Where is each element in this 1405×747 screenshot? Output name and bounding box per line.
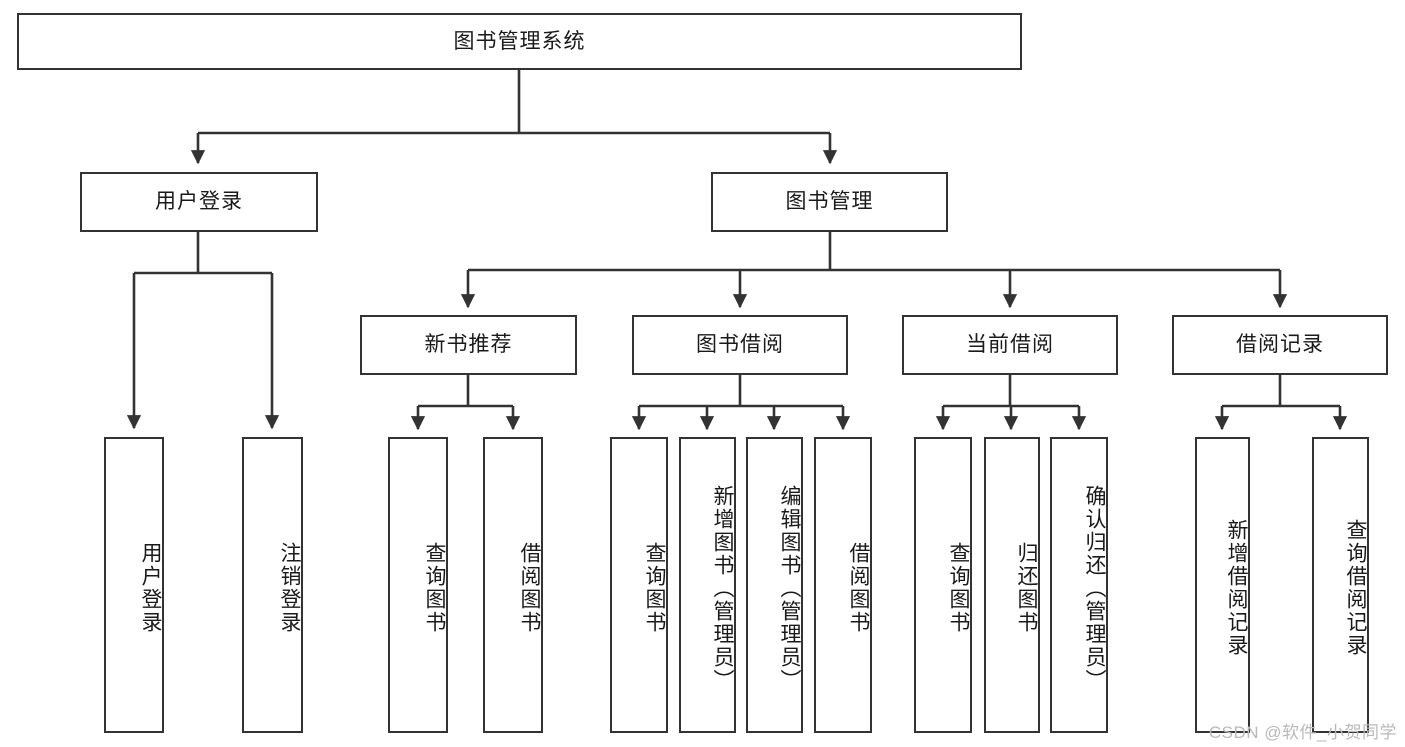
node-label: 注销登录 [278,542,301,634]
node-label: 用户登录 [139,542,162,634]
node-book-management[interactable]: 图书管理 [711,172,948,232]
leaf-borrow-book-new[interactable]: 借阅图书 [483,437,543,733]
leaf-return-book[interactable]: 归还图书 [984,437,1040,733]
node-label: 归还图书 [1015,542,1038,634]
node-user-login[interactable]: 用户登录 [80,172,318,232]
node-new-book-recommend[interactable]: 新书推荐 [360,315,577,375]
node-label: 当前借阅 [966,333,1054,357]
node-current-borrow[interactable]: 当前借阅 [902,315,1118,375]
leaf-confirm-return-admin[interactable]: 确认归还（管理员） [1050,437,1108,733]
node-label: 确认归还（管理员） [1083,484,1106,692]
leaf-query-borrow-record[interactable]: 查询借阅记录 [1312,437,1369,733]
node-label: 新书推荐 [424,333,513,357]
leaf-add-borrow-record[interactable]: 新增借阅记录 [1195,437,1250,733]
node-label: 新增借阅记录 [1225,519,1248,657]
node-label: 借阅图书 [518,542,541,634]
leaf-logout[interactable]: 注销登录 [242,437,303,733]
node-label: 图书借阅 [696,333,784,357]
node-borrow-record[interactable]: 借阅记录 [1172,315,1388,375]
node-root-system[interactable]: 图书管理系统 [17,13,1022,70]
node-book-borrow[interactable]: 图书借阅 [632,315,848,375]
leaf-borrow-book[interactable]: 借阅图书 [814,437,872,733]
leaf-add-book-admin[interactable]: 新增图书（管理员） [679,437,736,733]
node-label: 新增图书（管理员） [711,484,734,692]
leaf-query-book-current[interactable]: 查询图书 [914,437,972,733]
leaf-edit-book-admin[interactable]: 编辑图书（管理员） [746,437,803,733]
node-label: 查询图书 [643,542,666,634]
node-label: 查询图书 [423,542,446,634]
node-label: 借阅图书 [847,542,870,634]
node-label: 图书管理系统 [453,29,586,53]
node-label: 用户登录 [155,190,243,214]
node-label: 查询图书 [947,542,970,634]
leaf-query-book-borrow[interactable]: 查询图书 [610,437,668,733]
node-label: 编辑图书（管理员） [778,484,801,692]
leaf-query-book-new[interactable]: 查询图书 [388,437,448,733]
node-label: 图书管理 [785,190,874,214]
node-label: 借阅记录 [1236,333,1324,357]
leaf-user-login[interactable]: 用户登录 [104,437,164,733]
node-label: 查询借阅记录 [1344,519,1367,657]
